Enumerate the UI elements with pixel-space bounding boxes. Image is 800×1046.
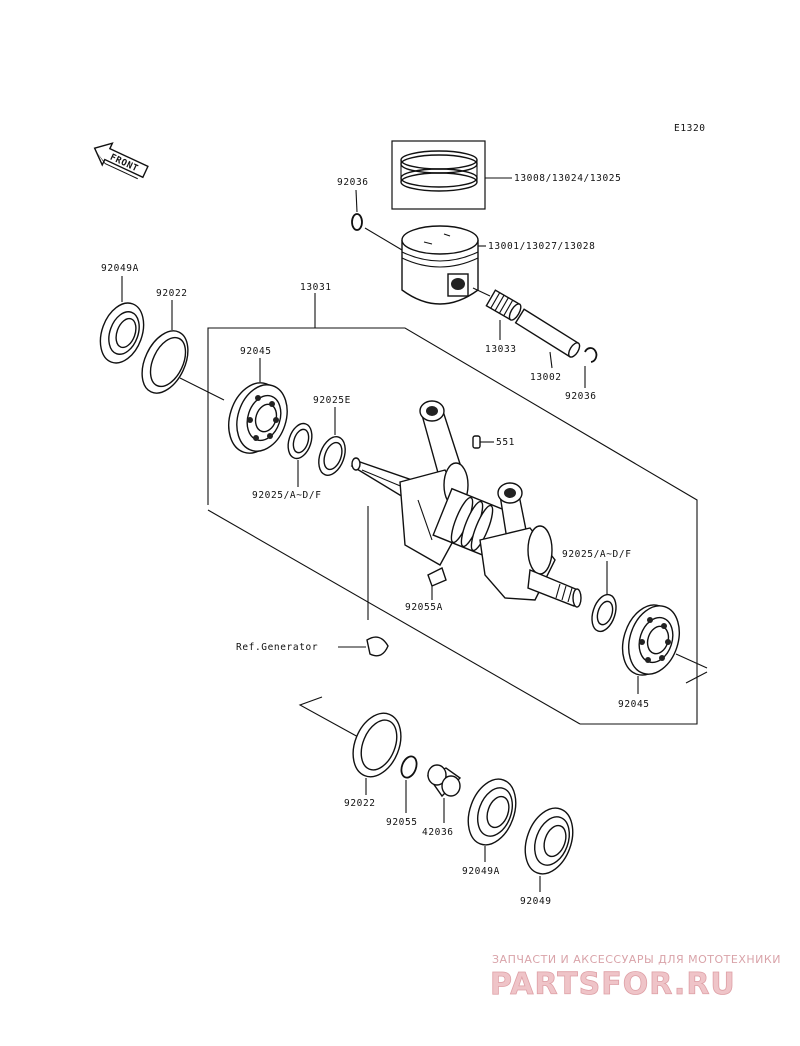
label-92022-top: 92022 [156,288,188,299]
watermark-brand: PARTSFOR.RU [490,967,736,1002]
piston [401,225,479,305]
label-92045-left: 92045 [240,346,272,357]
bearing-right [621,604,680,676]
label-92036-right: 92036 [565,391,597,402]
label-92025-right: 92025/A~D/F [562,549,632,560]
label-92025-left: 92025/A~D/F [252,490,322,501]
spacer-left [141,330,189,394]
oil-seal-92049 [524,807,574,875]
label-ref-generator: Ref.Generator [236,642,318,653]
label-42036: 42036 [422,827,454,838]
pin-551 [472,435,481,449]
watermark-tagline: ЗАПЧАСТИ И АКСЕССУАРЫ ДЛЯ МОТОТЕХНИКИ [492,953,781,966]
label-92049A-top: 92049A [101,263,139,274]
front-arrow-icon: FRONT [93,142,149,180]
label-92055A: 92055A [405,602,443,613]
piston-pin [514,308,581,358]
needle-bearing [485,289,522,321]
diagram-code: E1320 [674,123,706,134]
label-13033: 13033 [485,344,517,355]
key-92055A [427,567,447,587]
collar-42036 [426,764,462,798]
o-ring-92055 [400,755,418,779]
label-551: 551 [496,437,515,448]
circlip-top [351,213,363,231]
piston-ring-box [391,140,486,210]
label-92055: 92055 [386,817,418,828]
label-13008: 13008/13024/13025 [514,173,621,184]
bearing-left [228,382,288,454]
label-13001: 13001/13027/13028 [488,241,595,252]
circlip-right [584,347,598,363]
label-92049A-bottom: 92049A [462,866,500,877]
label-13002: 13002 [530,372,562,383]
shim-92025E [318,436,346,476]
oil-seal-lower [467,778,517,846]
crankshaft [350,400,582,608]
shim-92025-left [287,422,313,460]
label-92022-bottom: 92022 [344,798,376,809]
oil-seal-left [99,302,145,364]
woodruff-key [366,636,389,657]
crankshaft-assembly-bracket [207,327,698,725]
label-92045-right: 92045 [618,699,650,710]
label-92049: 92049 [520,896,552,907]
label-92025E: 92025E [313,395,351,406]
shim-92025-right [591,593,617,633]
label-13031: 13031 [300,282,332,293]
piston-ring-set [400,150,478,192]
label-92036-top: 92036 [337,177,369,188]
spacer-lower [352,712,402,778]
